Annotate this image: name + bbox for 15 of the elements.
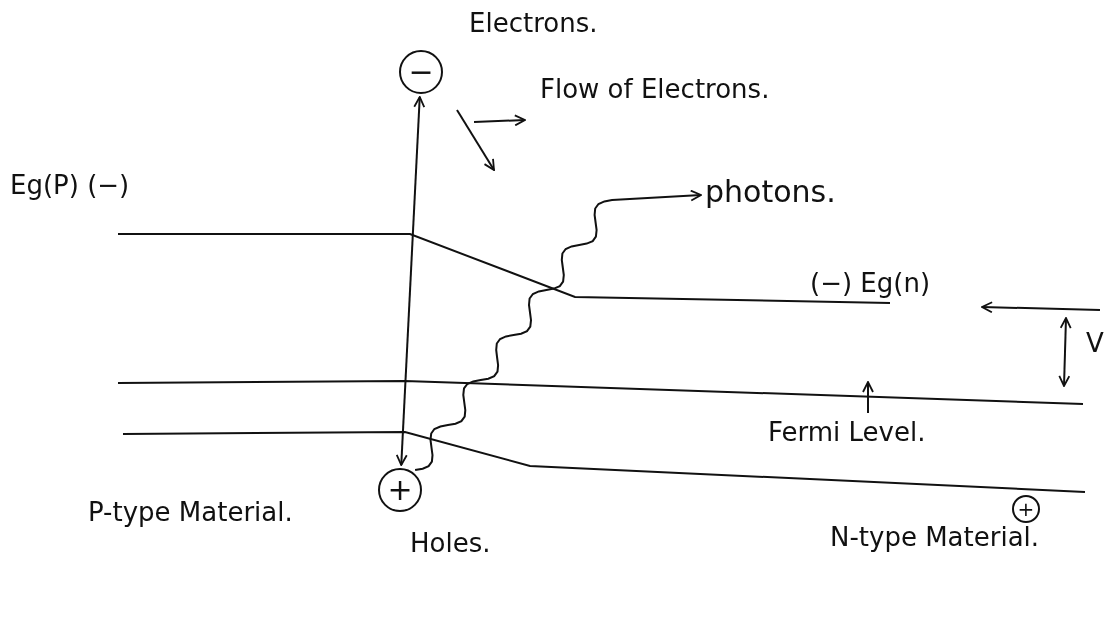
diagram-label: (−) Eg(n) [810,267,931,300]
wavy-arrow [414,189,702,472]
charge-circle: + [378,468,422,512]
node-caption: Electrons. [469,8,598,38]
charge-circle: − [399,50,443,94]
diagram-label: Flow of Electrons. [540,73,770,106]
arrow [395,95,426,467]
charge-circle: + [1012,495,1040,523]
diagram-label: Fermi Level. [768,416,926,449]
diagram-label: Eg(P) (−) [10,169,130,202]
diagram-label: N-type Material. [830,521,1041,554]
diagram-label: P-type Material. [88,496,294,529]
photon-label: photons. [705,175,836,208]
node-caption: Holes. [410,528,491,558]
diagram-label: V [1086,327,1104,360]
